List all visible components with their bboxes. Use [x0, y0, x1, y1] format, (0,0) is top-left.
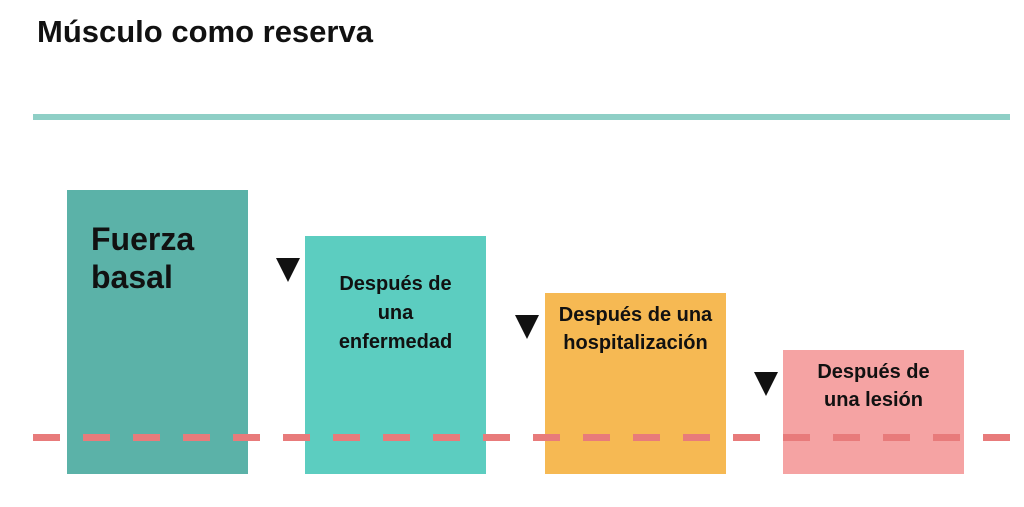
box-label: Después de una enfermedad: [338, 273, 453, 353]
box-despues-lesion: Después de una lesión: [783, 350, 964, 474]
box-label: Después de una hospitalización: [558, 304, 713, 354]
box-label: Fuerza basal: [91, 221, 195, 295]
down-arrow-icon: [515, 315, 539, 339]
down-arrow-icon: [754, 372, 778, 396]
box-fuerza-basal: Fuerza basal: [67, 190, 248, 474]
maximum-strength-line: [33, 114, 1010, 120]
box-despues-hospitalizacion: Después de una hospitalización: [545, 293, 726, 474]
threshold-dashed-line: [33, 434, 1010, 441]
diagram-title: Músculo como reserva: [37, 14, 373, 49]
box-label: Después de una lesión: [817, 361, 930, 411]
down-arrow-icon: [276, 258, 300, 282]
